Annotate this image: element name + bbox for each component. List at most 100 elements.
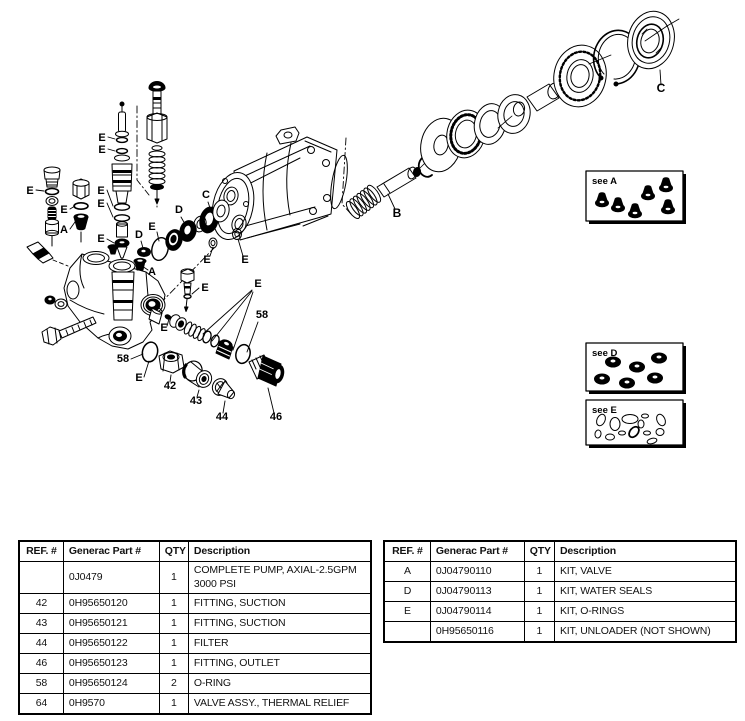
- callout-label: 42: [164, 380, 176, 392]
- piston-spring-and-rod: [345, 166, 417, 220]
- unloader-valve-assembly: [146, 81, 168, 205]
- valve-port: [108, 259, 136, 273]
- description-cell: KIT, VALVE: [553, 561, 737, 582]
- part-number-cell: 0H95650124: [62, 673, 160, 695]
- o-ring: [183, 293, 192, 300]
- water-seal-kit-parts: [594, 352, 667, 389]
- callout-leader-line: [202, 289, 253, 335]
- qty-cell: 1: [523, 561, 555, 582]
- callout-label: E: [160, 322, 167, 334]
- o-ring: [73, 202, 89, 211]
- shaft-section: [526, 83, 560, 112]
- callout-label: E: [98, 144, 105, 156]
- callout-leader-line: [156, 231, 160, 242]
- spring-coil: [183, 321, 193, 335]
- callout-leader-line: [387, 193, 396, 210]
- callout-leader-line: [207, 201, 212, 212]
- inset-box-see-e: [585, 399, 686, 448]
- callout-leader-line: [191, 287, 200, 295]
- callout-leader-line: [659, 69, 662, 86]
- part-number-cell: 0J0479: [62, 560, 160, 595]
- shaft-seal-stack: [199, 199, 242, 249]
- description-cell: O-RING: [187, 673, 372, 695]
- part-number-cell: 0H95650121: [62, 613, 160, 635]
- qty-cell: 1: [158, 593, 189, 615]
- callout-label: A: [60, 224, 68, 236]
- qty-cell: 1: [158, 633, 189, 655]
- o-ring: [115, 136, 129, 144]
- callout-leader-line: [130, 353, 144, 360]
- qty-cell: 1: [158, 693, 189, 715]
- callout-label: 46: [270, 411, 282, 423]
- ref-cell: A: [383, 561, 431, 582]
- ref-cell: 42: [18, 593, 64, 615]
- callout-label: E: [26, 185, 33, 197]
- wobble-plate: [497, 94, 531, 134]
- callout-label: E: [97, 198, 104, 210]
- inset-box-title: see D: [592, 348, 617, 359]
- callout-label: 44: [216, 411, 229, 423]
- description-cell: KIT, O-RINGS: [553, 601, 737, 622]
- column-header: REF. #: [383, 540, 431, 562]
- pump-housing: [211, 126, 348, 241]
- callout-leader-line: [107, 136, 116, 140]
- qty-cell: 1: [158, 613, 189, 635]
- bypass-valve-small: [180, 268, 195, 312]
- valve-cone: [134, 260, 146, 271]
- qty-cell: 1: [523, 581, 555, 602]
- valve-kit-parts: [595, 177, 675, 219]
- hex-nut: [146, 112, 168, 144]
- snap-ring: [592, 29, 641, 85]
- callout-label: E: [98, 132, 105, 144]
- description-cell: FITTING, SUCTION: [187, 593, 372, 615]
- callout-label: C: [202, 189, 210, 201]
- part-number-cell: 0H95650122: [62, 633, 160, 655]
- valve-bore-cylinder: [111, 271, 135, 321]
- description-cell: KIT, WATER SEALS: [553, 581, 737, 602]
- qty-cell: 1: [158, 653, 189, 675]
- column-header: Generac Part #: [62, 540, 160, 562]
- part-number-cell: 0H95650116: [429, 621, 525, 643]
- callout-leader-line: [211, 290, 253, 342]
- callout-label: 43: [190, 395, 202, 407]
- qty-cell: 2: [158, 673, 189, 695]
- description-cell: FILTER: [187, 633, 372, 655]
- callout-leader-line: [169, 374, 172, 383]
- piston-bore: [223, 186, 239, 206]
- o-ring-kit-parts: [594, 413, 666, 445]
- callout-label: D: [175, 204, 183, 216]
- o-ring: [44, 187, 60, 196]
- ref-cell: 44: [18, 633, 64, 655]
- callout-leader-line: [180, 216, 186, 225]
- ref-cell: 58: [18, 673, 64, 695]
- check-valve-assembly: [111, 101, 133, 259]
- inset-box-see-a: [585, 170, 686, 224]
- description-cell: KIT, UNLOADER (NOT SHOWN): [553, 621, 737, 643]
- callout-leader-line: [35, 189, 45, 192]
- description-cell: COMPLETE PUMP, AXIAL-2.5GPM 3000 PSI: [187, 560, 372, 595]
- water-seal-series: [151, 215, 207, 262]
- o-ring: [113, 203, 131, 211]
- callout-label: B: [393, 206, 402, 220]
- column-header: Generac Part #: [429, 540, 525, 562]
- thermal-relief-and-plug-parts: [43, 166, 90, 247]
- column-header: REF. #: [18, 540, 64, 562]
- drive-shaft-bearing-parts: [395, 10, 680, 185]
- callout-label: E: [97, 233, 104, 245]
